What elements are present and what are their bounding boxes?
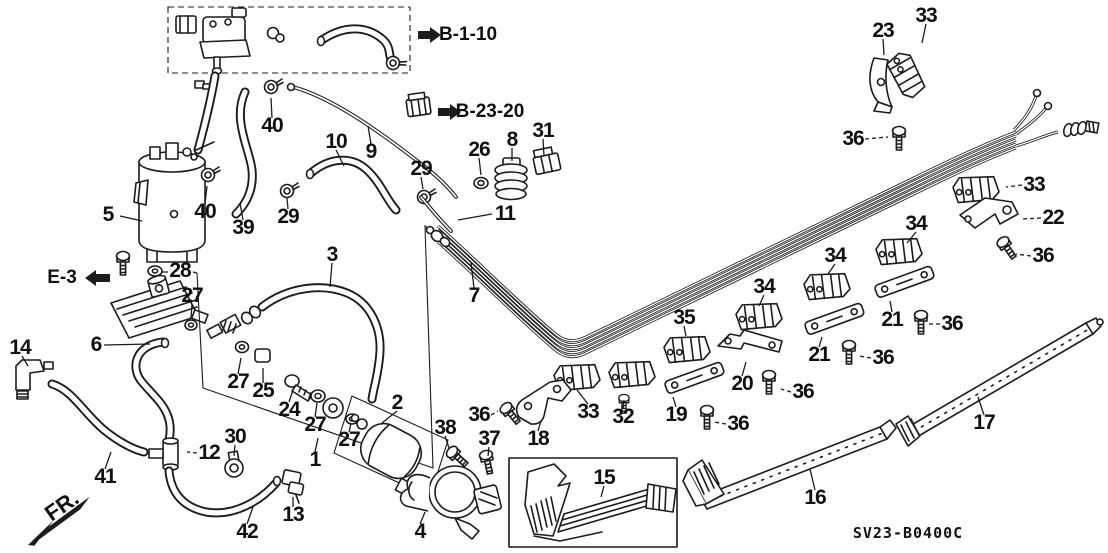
bracket-23 (869, 57, 893, 114)
t-joint-12 (148, 437, 179, 471)
fr-direction-arrow-icon (28, 496, 90, 546)
bracket-22 (959, 197, 1019, 229)
elbow-14 (15, 359, 54, 400)
fuel-hose-3 (206, 283, 385, 404)
leader-lines (21, 23, 1042, 525)
hose-3-fittings (234, 340, 359, 425)
hose-39-and-tube (193, 71, 257, 219)
bolt-36-b (891, 125, 907, 151)
clamp-33-top (881, 47, 932, 102)
clamp-40-top (263, 78, 284, 95)
strap-21-a (873, 264, 936, 300)
bracket-18 (515, 379, 572, 425)
strap-19 (663, 360, 726, 396)
clamp-40-canister (200, 166, 221, 183)
clamp-35 (661, 329, 713, 368)
grommet-stack-8 (494, 157, 528, 201)
hose-6 (131, 337, 175, 445)
service-box-b-1-10 (167, 6, 411, 90)
b-23-20-arrow-icon (405, 91, 461, 120)
pipe-9 (286, 82, 458, 199)
skid-plate-15-box (508, 457, 678, 548)
e3-rail-assembly (110, 250, 209, 339)
hose-10 (305, 155, 401, 215)
pipe-7-fitting (425, 225, 451, 248)
assembly-group-box (196, 224, 478, 498)
bolt-36-g (699, 404, 715, 430)
bolt-36-c (994, 233, 1021, 263)
connector-13 (281, 469, 305, 504)
rail-16 (682, 419, 897, 510)
clamp-29-left (279, 182, 300, 199)
clamp-32 (606, 354, 658, 414)
fuel-pipe-bundle (437, 88, 1100, 359)
bolt-36-e (841, 339, 857, 365)
e-3-arrow-icon (85, 270, 110, 286)
nut-26 (473, 176, 489, 190)
pipe-11 (419, 195, 453, 233)
strap-21-b (803, 301, 866, 337)
bracket-4 (399, 465, 502, 540)
bracket-20 (717, 329, 783, 353)
b-1-10-arrow-icon (418, 27, 441, 43)
eyelet-30 (224, 450, 244, 478)
canister-5 (133, 141, 215, 263)
rail-17 (895, 317, 1104, 447)
bolt-36-f (761, 369, 777, 395)
connector-31 (532, 146, 562, 176)
clamp-34-a (873, 231, 925, 270)
bolt-36-d (913, 309, 929, 335)
hose-41 (47, 379, 149, 457)
clamp-34-c (733, 296, 785, 335)
bolt-37 (477, 448, 498, 476)
hose-42 (164, 466, 282, 518)
clamp-34-b (801, 266, 853, 305)
